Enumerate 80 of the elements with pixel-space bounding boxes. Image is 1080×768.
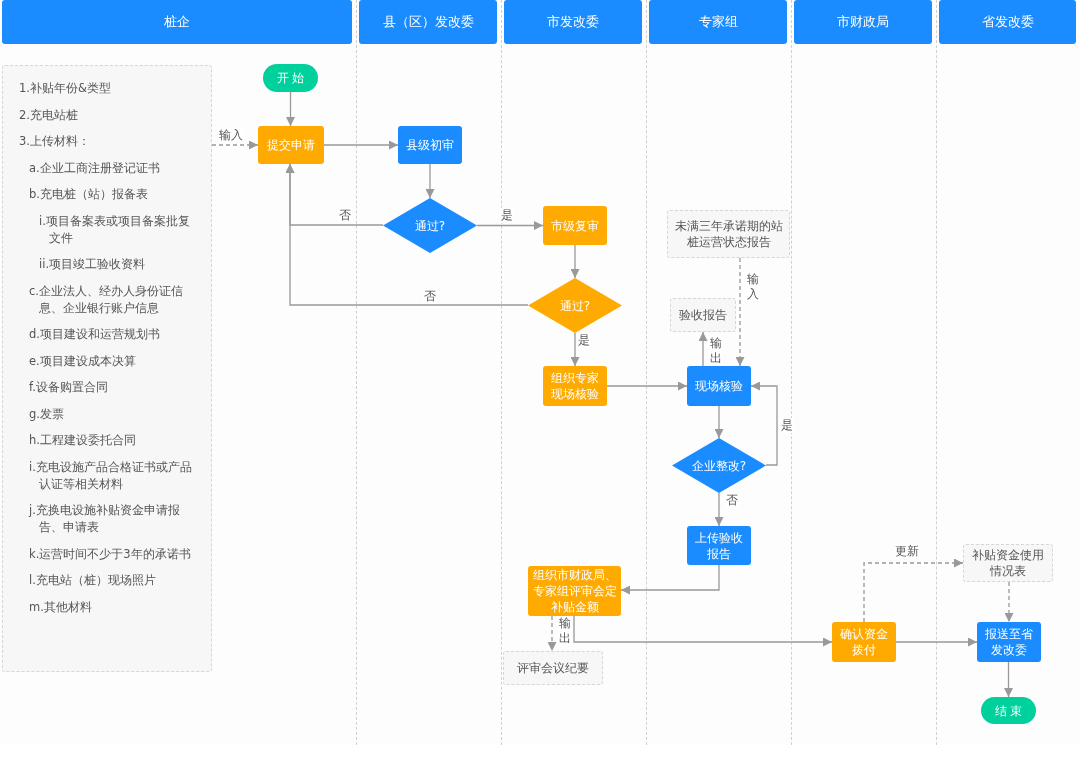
list-item: b.充电桩（站）报备表 bbox=[28, 186, 149, 203]
document-note: 未满三年承诺期的站桩运营状态报告 bbox=[667, 210, 790, 258]
lane-header: 县（区）发改委 bbox=[359, 0, 497, 44]
edge-label: 是 bbox=[577, 333, 591, 348]
list-item: f.设备购置合同 bbox=[28, 379, 109, 396]
arrow bbox=[1004, 661, 1013, 698]
arrow bbox=[620, 564, 720, 595]
list-item: d.项目建设和运营规划书 bbox=[28, 326, 161, 343]
dashed-arrow bbox=[863, 558, 964, 623]
list-item: i.充电设施产品合格证书或产品认证等相关材料 bbox=[28, 458, 193, 493]
decision-diamond: 通过? bbox=[528, 278, 622, 333]
document-note: 补贴资金使用情况表 bbox=[963, 544, 1053, 582]
list-item: e.项目建设成本决算 bbox=[28, 352, 137, 370]
list-item: l.充电站（桩）现场照片 bbox=[28, 572, 157, 589]
arrow bbox=[714, 405, 724, 439]
process-box: 县级初审 bbox=[398, 126, 462, 164]
list-item: j.充换电设施补贴资金申请报告、申请表 bbox=[27, 502, 181, 536]
arrow bbox=[570, 244, 580, 279]
edge-label: 更新 bbox=[894, 544, 920, 559]
list-item: i.项目备案表或项目备案批复文件 bbox=[38, 212, 191, 247]
swimlane bbox=[502, 0, 647, 745]
document-note: 评审会议纪要 bbox=[503, 651, 603, 685]
dashed-arrow bbox=[1004, 581, 1014, 623]
edge-label: 输出 bbox=[557, 616, 572, 646]
list-item: 2.充电站桩 bbox=[19, 106, 79, 124]
arrow bbox=[606, 381, 688, 391]
arrow bbox=[285, 163, 529, 306]
arrow bbox=[698, 331, 708, 367]
process-box: 上传验收报告 bbox=[687, 526, 751, 565]
arrow bbox=[286, 91, 295, 127]
process-box: 提交申请 bbox=[258, 126, 324, 164]
list-item: g.发票 bbox=[28, 405, 65, 423]
decision-diamond: 通过? bbox=[383, 198, 477, 253]
arrow bbox=[714, 492, 724, 527]
process-box: 确认资金拨付 bbox=[832, 622, 896, 662]
list-item: ii.项目竣工验收资料 bbox=[38, 256, 147, 273]
lane-header: 省发改委 bbox=[939, 0, 1076, 44]
edge-label: 否 bbox=[423, 289, 437, 304]
decision-diamond: 企业整改? bbox=[672, 438, 766, 493]
arrow bbox=[323, 140, 399, 150]
swimlane bbox=[792, 0, 937, 745]
edge-label: 是 bbox=[500, 208, 514, 223]
dashed-arrow bbox=[547, 615, 557, 652]
document-note: 验收报告 bbox=[670, 298, 736, 332]
process-box: 现场核验 bbox=[687, 366, 751, 406]
list-item: a.企业工商注册登记证书 bbox=[28, 159, 161, 177]
swimlane bbox=[0, 0, 357, 745]
terminal-pill: 结 束 bbox=[981, 697, 1036, 724]
arrow bbox=[895, 637, 978, 647]
list-item: c.企业法人、经办人身份证信息、企业银行账户信息 bbox=[28, 282, 184, 317]
swimlane bbox=[357, 0, 502, 745]
edge-label: 输出 bbox=[708, 336, 723, 366]
process-box: 组织专家现场核验 bbox=[543, 366, 607, 406]
dashed-arrow bbox=[211, 140, 259, 150]
list-item: h.工程建设委托合同 bbox=[28, 432, 137, 449]
arrow bbox=[425, 163, 435, 199]
arrow bbox=[476, 221, 544, 230]
edge-label: 是 bbox=[780, 418, 794, 433]
dashed-arrow bbox=[735, 257, 745, 367]
terminal-pill: 开 始 bbox=[263, 64, 318, 92]
lane-header: 专家组 bbox=[649, 0, 787, 44]
materials-list-panel bbox=[2, 65, 212, 672]
lane-header: 市发改委 bbox=[504, 0, 642, 44]
list-item: 1.补贴年份&类型 bbox=[19, 80, 112, 97]
edge-label: 否 bbox=[338, 208, 352, 223]
process-box: 组织市财政局、专家组评审会定补贴金额 bbox=[528, 566, 621, 616]
list-item: m.其他材料 bbox=[28, 598, 93, 616]
list-item: 3.上传材料： bbox=[19, 133, 91, 150]
arrow bbox=[750, 381, 778, 466]
arrow bbox=[573, 615, 833, 647]
process-box: 报送至省发改委 bbox=[977, 622, 1041, 662]
edge-label: 否 bbox=[725, 493, 739, 508]
list-item: k.运营时间不少于3年的承诺书 bbox=[28, 545, 192, 563]
edge-label: 输入 bbox=[745, 272, 760, 302]
arrow bbox=[570, 332, 580, 367]
lane-header: 市财政局 bbox=[794, 0, 932, 44]
process-box: 市级复审 bbox=[543, 206, 607, 245]
edge-label: 输入 bbox=[218, 128, 244, 143]
swimlane bbox=[647, 0, 792, 745]
lane-header: 桩企 bbox=[2, 0, 352, 44]
